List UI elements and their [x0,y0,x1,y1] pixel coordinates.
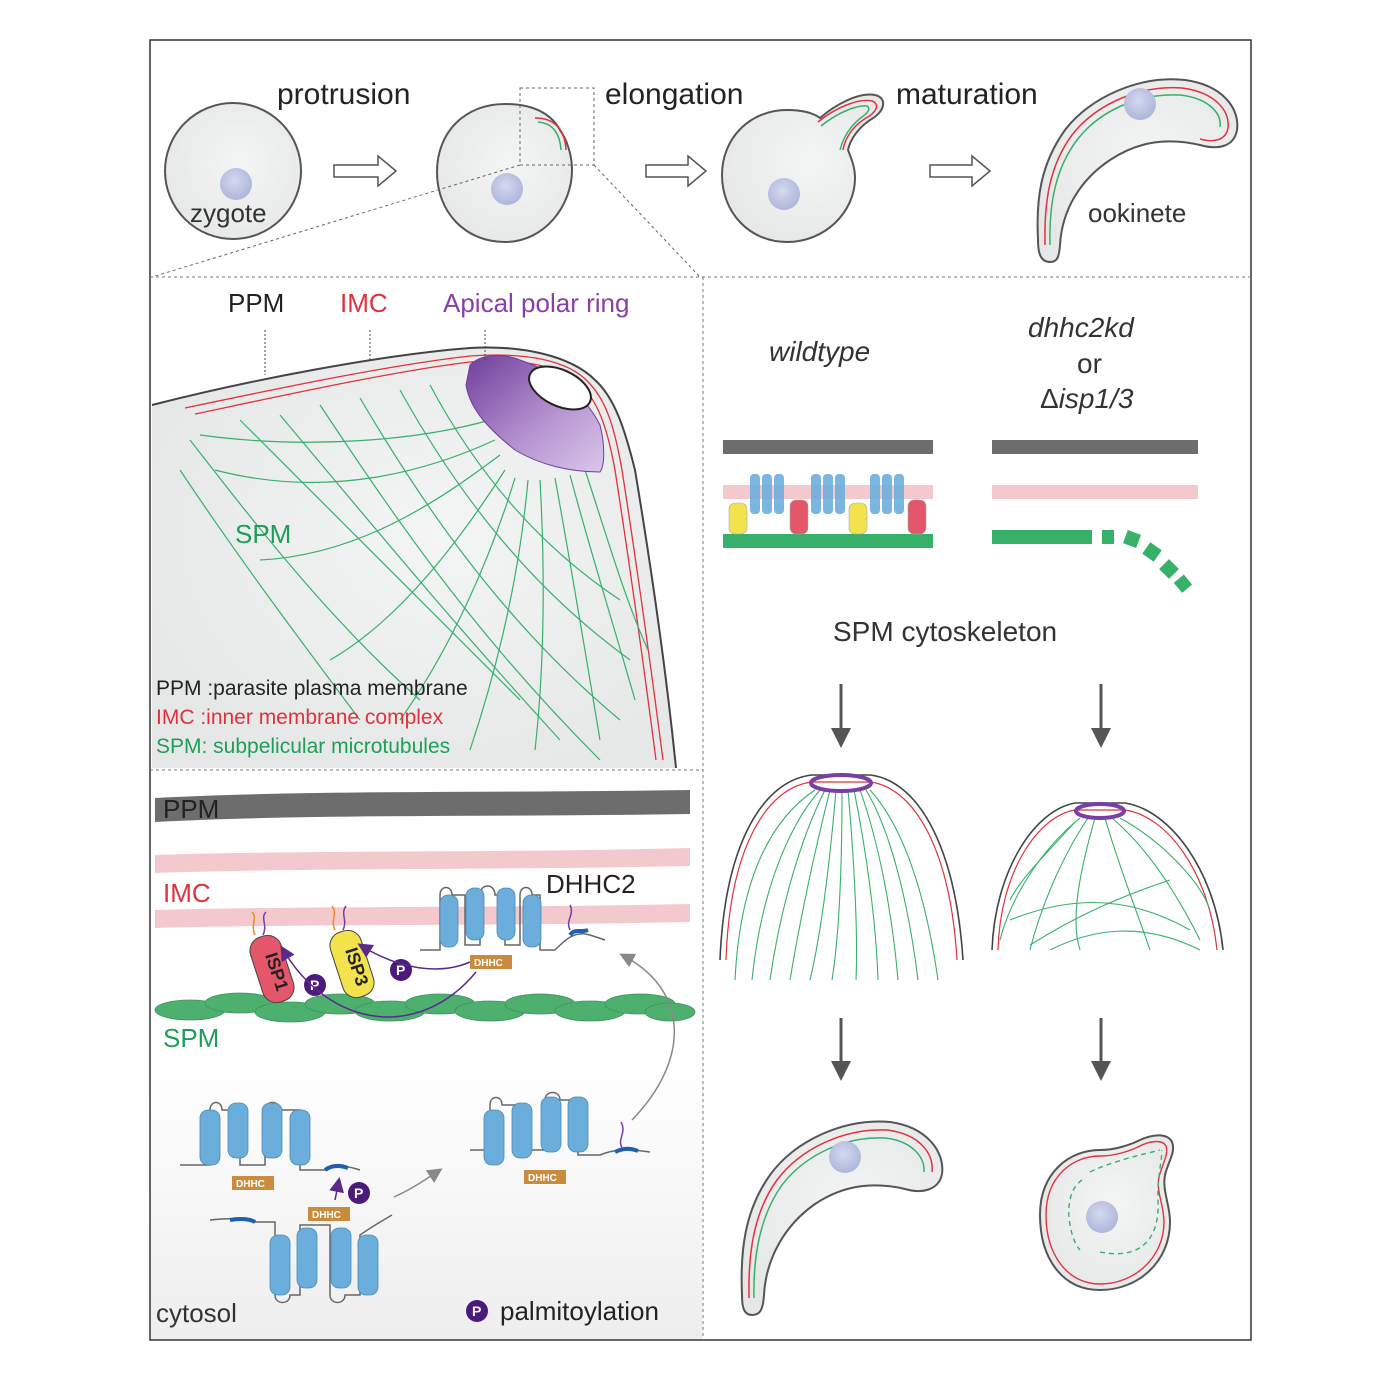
membrane-imc-label: IMC [163,878,211,908]
mutant-abnormal-cell [1038,1134,1175,1292]
svg-text:P: P [396,962,405,978]
legend-ppm: PPM :parasite plasma membrane [156,677,468,700]
dhhc-motif-cytosol-3: DHHC [528,1173,557,1184]
down-arrows [831,684,1111,1081]
zoom-box [519,87,595,166]
arrow-dhhc2-to-isp3 [357,943,471,970]
dhhc-motif-membrane: DHHC [474,958,503,969]
apical-imc-line-1 [184,354,664,761]
elongation-cell [720,93,885,244]
arrow-dhhc2-to-isp1 [280,945,477,1018]
protrusion-cell [151,87,701,278]
apical-polar-ring-shape [465,354,605,473]
mutant-schematic [992,440,1198,593]
wildtype-label: wildtype [769,336,870,367]
palmitoylation-legend: P palmitoylation [466,1296,659,1326]
apical-imc-label: IMC [340,288,388,318]
wildtype-ookinete [740,1120,944,1317]
ookinete-nucleus [1124,88,1156,120]
palmitoylation-legend-icon [466,1300,488,1322]
membrane-imc-band-top [155,848,690,873]
zygote-label: zygote [190,198,267,228]
membrane-ppm-label: PPM [163,794,219,824]
dhhc2-cytosol-palmitoylated: DHHC [470,1091,651,1184]
p-badge-isp1: P [304,974,326,996]
arrow-3 [929,154,992,188]
legend-imc: IMC :inner membrane complex [156,706,444,729]
right-panel: wildtype dhhc2kd or Δisp1/3 [719,312,1224,1317]
membrane-ppm-band [155,790,690,822]
dhhc-motif-cytosol-1: DHHC [236,1179,265,1190]
p-badge-isp3: P [390,959,412,981]
cytosol-label: cytosol [156,1298,237,1328]
apical-spm-label: SPM [235,519,291,549]
arrow-cytosol-to-palmitoylated [393,1168,443,1198]
apical-polar-ring-label: Apical polar ring [443,288,629,318]
p-badge-cytosol: P [348,1182,370,1204]
svg-text:P: P [354,1185,363,1201]
mutant-cytoskeleton [991,802,1224,951]
wildtype-schematic [723,440,933,548]
arrow-2 [645,154,708,188]
apical-ppm-label: PPM [228,288,284,318]
protrusion-nucleus [491,173,523,205]
apical-panel: PPM IMC Apical polar ring SPM PPM :paras… [151,288,677,769]
membrane-spm-row [154,992,696,1023]
membrane-spm-label: SPM [163,1023,219,1053]
apical-microtubules [179,384,649,761]
top-panel: zygote protrusion elongation maturation [151,78,1239,278]
stage-maturation-label: maturation [896,78,1038,111]
apical-cell-body [152,347,676,768]
ookinete-label: ookinete [1088,198,1186,228]
wildtype-ookinete-nucleus [829,1141,861,1173]
mutant-label-line2: or [1077,348,1102,379]
dhhc-motif-cytosol-2: DHHC [312,1210,341,1221]
stage-protrusion-label: protrusion [277,78,410,111]
dhhc2-membrane: DHHC DHHC2 [420,869,636,969]
arrow-to-membrane [619,953,675,1121]
apical-ppm-line [151,346,677,769]
dhhc2-label: DHHC2 [546,869,636,899]
dhhc2-cytosol-2: DHHC [209,1207,393,1304]
elongation-nucleus [768,178,800,210]
arrow-1 [333,154,398,188]
svg-text:P: P [310,977,319,993]
legend-spm: SPM: subpelicular microtubules [156,735,450,758]
svg-text:P: P [472,1303,481,1319]
mutant-cell-nucleus [1086,1201,1118,1233]
wildtype-cytoskeleton [719,773,964,981]
zygote-nucleus [220,168,252,200]
zygote-cell: zygote [164,102,302,240]
arrow-palmitoylate-cytosol [329,1177,345,1201]
spm-cytoskeleton-label: SPM cytoskeleton [833,616,1057,647]
ookinete-cell: ookinete [1036,78,1239,264]
stage-elongation-label: elongation [605,78,743,111]
membrane-imc-band-bottom [155,904,690,928]
dhhc2-cytosol-1: DHHC [180,1101,361,1190]
palmitoylation-label: palmitoylation [500,1296,659,1326]
mutant-label-line3: Δisp1/3 [1040,383,1134,414]
mutant-label-line1: dhhc2kd [1028,312,1135,343]
membrane-panel: PPM IMC SPM ISP1 [151,790,702,1339]
